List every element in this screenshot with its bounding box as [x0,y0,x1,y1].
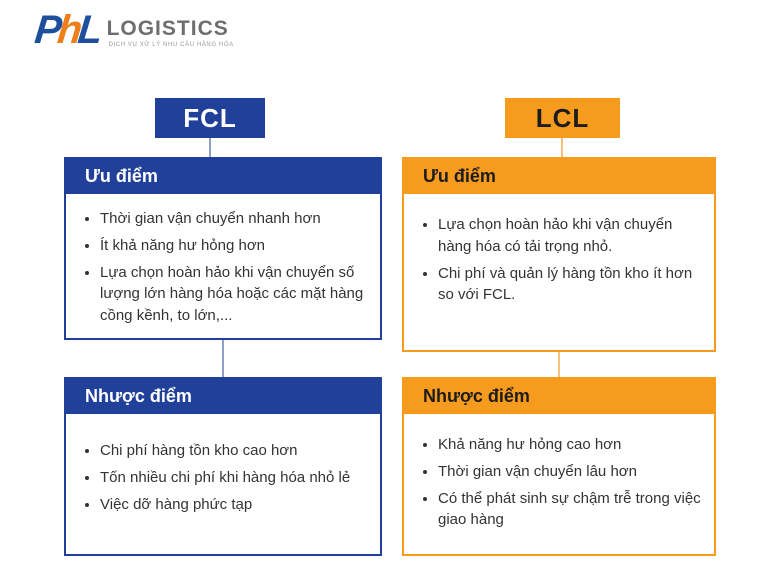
company-logo: PhL LOGISTICS DỊCH VỤ XỬ LÝ NHU CẦU HÀNG… [33,8,234,52]
list-item: Chi phí hàng tồn kho cao hơn [100,440,368,462]
fcl-disadvantages-list: Chi phí hàng tồn kho cao hơn Tốn nhiều c… [66,414,380,515]
list-item: Thời gian vận chuyển lâu hơn [438,461,702,483]
fcl-advantages-list: Thời gian vận chuyển nhanh hơn Ít khả nă… [66,194,380,327]
fcl-advantages-title: Ưu điểm [65,158,381,194]
fcl-disadvantages-title: Nhược điểm [65,378,381,414]
list-item: Lựa chọn hoàn hảo khi vận chuyển số lượn… [100,262,368,327]
logo-company-name: LOGISTICS [106,17,229,40]
list-item: Chi phí và quản lý hàng tồn kho ít hơn s… [438,263,702,307]
fcl-disadvantages-box: Nhược điểm Chi phí hàng tồn kho cao hơn … [64,377,382,556]
fcl-section-connector-line [222,340,224,377]
fcl-header-connector-line [209,138,211,157]
fcl-advantages-box: Ưu điểm Thời gian vận chuyển nhanh hơn Í… [64,157,382,340]
list-item: Tốn nhiều chi phí khi hàng hóa nhỏ lẻ [100,467,368,489]
lcl-header-connector-line [561,138,563,157]
list-item: Khả năng hư hỏng cao hơn [438,434,702,456]
lcl-disadvantages-box: Nhược điểm Khả năng hư hỏng cao hơn Thời… [402,377,716,556]
lcl-advantages-list: Lựa chọn hoàn hảo khi vận chuyển hàng hó… [404,194,714,306]
lcl-advantages-title: Ưu điểm [403,158,715,194]
lcl-disadvantages-title: Nhược điểm [403,378,715,414]
lcl-advantages-box: Ưu điểm Lựa chọn hoàn hảo khi vận chuyển… [402,157,716,352]
lcl-header-chip: LCL [505,98,620,138]
logo-tagline: DỊCH VỤ XỬ LÝ NHU CẦU HÀNG HÓA [108,42,234,48]
logo-text-block: LOGISTICS DỊCH VỤ XỬ LÝ NHU CẦU HÀNG HÓA [106,17,234,49]
fcl-header-chip: FCL [155,98,265,138]
list-item: Thời gian vận chuyển nhanh hơn [100,208,368,230]
logo-mark-icon: PhL [33,8,101,52]
list-item: Việc dỡ hàng phức tạp [100,494,368,516]
list-item: Lựa chọn hoàn hảo khi vận chuyển hàng hó… [438,214,702,258]
list-item: Có thể phát sinh sự chậm trễ trong việc … [438,488,702,532]
list-item: Ít khả năng hư hỏng hơn [100,235,368,257]
lcl-disadvantages-list: Khả năng hư hỏng cao hơn Thời gian vận c… [404,414,714,531]
lcl-section-connector-line [558,352,560,377]
logo-letter-l: L [75,8,101,52]
